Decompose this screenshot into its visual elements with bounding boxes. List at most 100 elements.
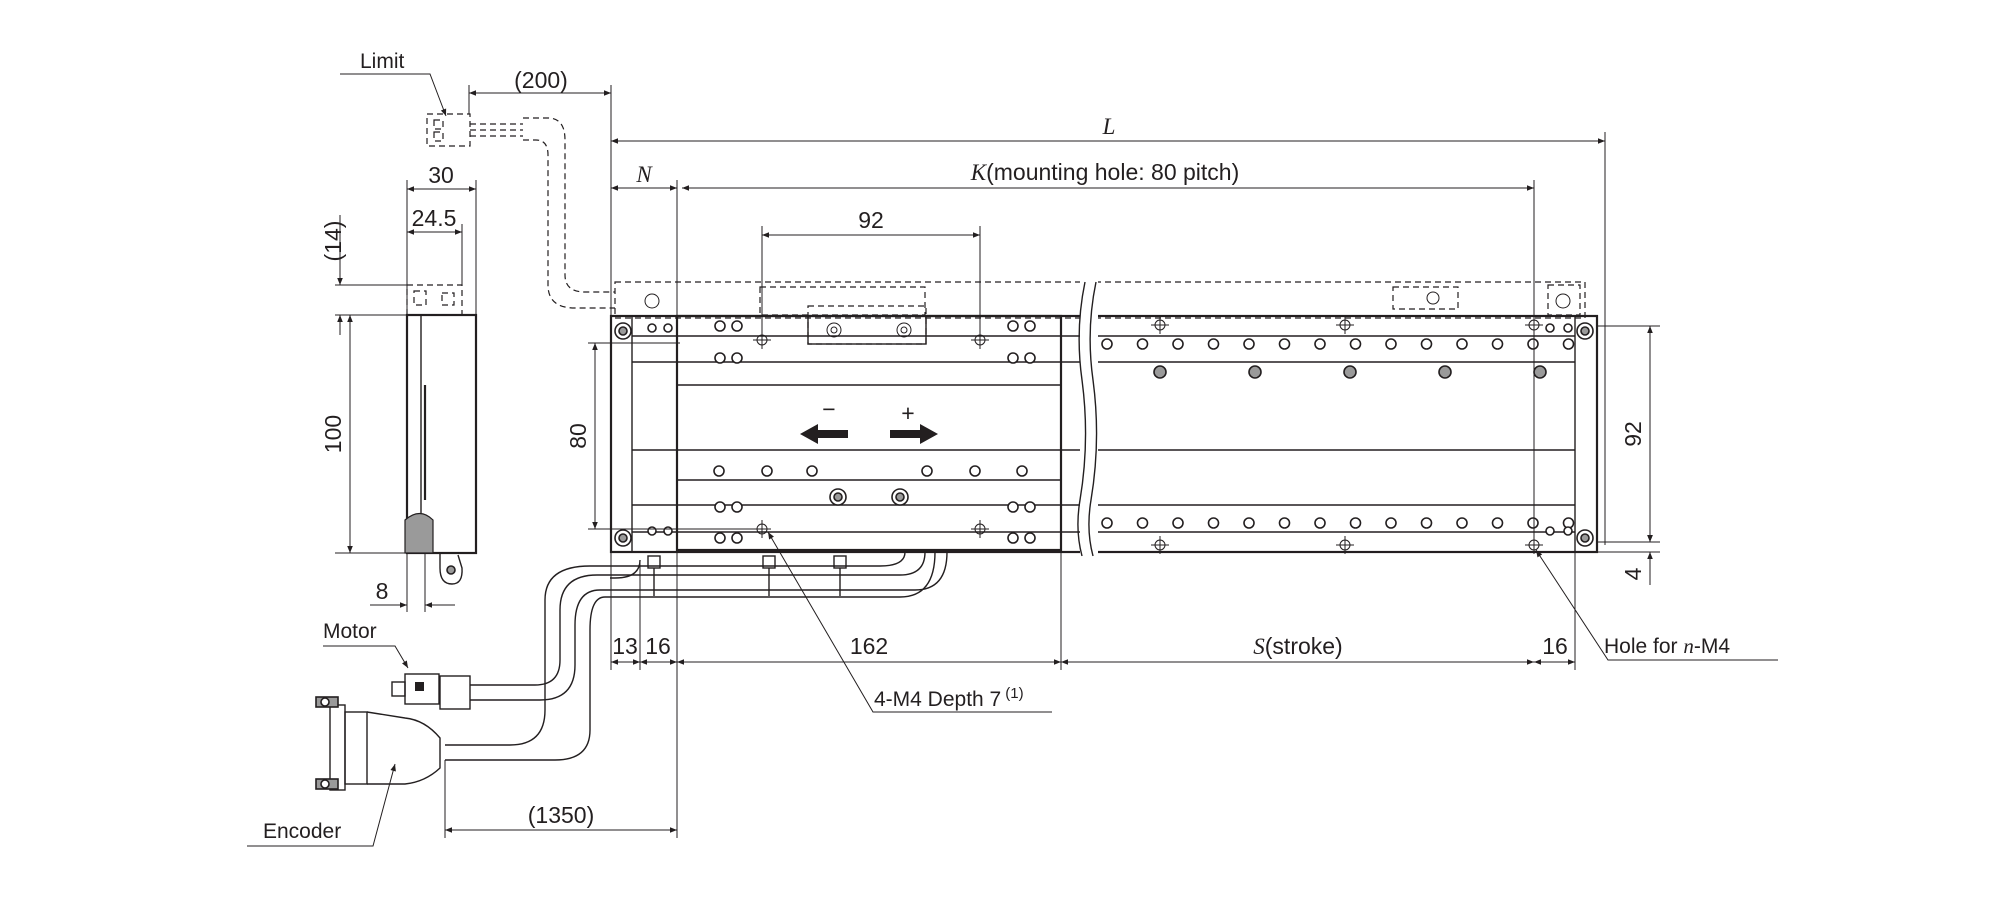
dim-cable-limit: (200): [514, 67, 568, 93]
rail-screw: [1438, 365, 1452, 379]
dim-92-top: 92: [858, 207, 884, 233]
mounting-hole-cross: [1151, 316, 1169, 334]
table-hole: [761, 465, 773, 477]
tapped-hole-label: 4-M4 Depth 7(1): [874, 685, 1024, 711]
plus-label: +: [901, 400, 914, 426]
dim-24-5: 24.5: [412, 205, 457, 231]
dim-S: S(stroke): [1253, 633, 1342, 659]
rail-hole: [1207, 517, 1220, 529]
table-hole: [731, 501, 743, 513]
end-hole: [647, 526, 657, 536]
rail-screw: [1533, 365, 1547, 379]
dim-N: N: [635, 162, 653, 187]
dim-16-right: 16: [1542, 633, 1568, 659]
table-hole: [714, 501, 726, 513]
dim-L: L: [1102, 114, 1116, 139]
corner-hole-inner: [618, 533, 628, 543]
dim-30: 30: [428, 162, 454, 188]
rail-hole: [1349, 517, 1362, 529]
dim-K-text: (mounting hole: 80 pitch): [986, 159, 1239, 185]
rail-hole: [1136, 517, 1149, 529]
end-hole: [1545, 526, 1555, 536]
corner-hole-inner: [1580, 326, 1590, 336]
rail-hole: [1385, 338, 1397, 350]
dim-80: 80: [565, 423, 591, 449]
leader-lines: [247, 73, 1778, 847]
annotations: Limit (200) L N K(mounting hole: 80 pitc…: [263, 50, 1730, 843]
dim-13: 13: [612, 633, 638, 659]
rail-screw: [1153, 365, 1167, 379]
mounting-hole-cross: [1151, 536, 1169, 554]
rail-hole: [1420, 338, 1433, 350]
dim-8: 8: [376, 578, 389, 604]
table-hole: [1024, 352, 1036, 364]
dim-14: (14): [320, 221, 346, 262]
rail-hole: [1456, 517, 1468, 529]
end-hole: [1563, 526, 1573, 536]
rail-hole: [1243, 517, 1255, 529]
tapped-hole-text: 4-M4 Depth 7: [874, 688, 1001, 711]
rail-hole: [1420, 517, 1433, 529]
dim-cable-encoder: (1350): [528, 802, 594, 828]
dim-4: 4: [1620, 567, 1646, 580]
table-hole: [806, 465, 818, 477]
table-hole: [1016, 465, 1028, 477]
dim-S-text: (stroke): [1265, 633, 1343, 659]
dim-92-right: 92: [1620, 421, 1646, 447]
corner-hole-inner: [618, 326, 628, 336]
rail-hole: [1101, 338, 1113, 350]
rail-hole: [1527, 517, 1539, 529]
end-hole: [663, 323, 673, 333]
rail-hole: [1314, 517, 1326, 529]
plus-direction-arrow-icon: [890, 424, 938, 444]
rail-hole: [1278, 517, 1291, 529]
table-hole: [1024, 501, 1036, 513]
end-hole: [1563, 323, 1573, 333]
dim-K: K(mounting hole: 80 pitch): [970, 159, 1240, 185]
rail-screw: [1248, 365, 1262, 379]
dim-K-var: K: [970, 160, 988, 185]
table-hole: [921, 465, 933, 477]
corner-hole-inner: [1580, 533, 1590, 543]
dimension-lines: [335, 85, 1660, 838]
dim-100: 100: [320, 415, 346, 453]
table-hole: [1024, 532, 1036, 544]
mounting-hole-cross: [1336, 536, 1354, 554]
table-screw-inner: [833, 492, 843, 502]
table-hole: [1024, 320, 1036, 332]
slider-table: − +: [675, 314, 1063, 552]
end-hole: [647, 323, 657, 333]
rail-hole: [1562, 338, 1575, 350]
table-screw-inner: [895, 492, 905, 502]
end-hole: [1545, 323, 1555, 333]
hole-label: Hole for n-M4: [1604, 634, 1730, 658]
table-hole: [731, 532, 743, 544]
limit-label: Limit: [360, 50, 405, 73]
rail-hole: [1101, 517, 1113, 529]
encoder-label: Encoder: [263, 820, 341, 843]
motor-encoder-cables: [315, 551, 948, 791]
hole-label-prefix: Hole for: [1604, 635, 1683, 658]
table-hole: [731, 352, 743, 364]
rail-hole: [1243, 338, 1255, 350]
mounting-holes: [614, 316, 1594, 554]
table-hole: [1007, 501, 1019, 513]
table-hole: [714, 352, 726, 364]
rail-hole: [1456, 338, 1468, 350]
rail-hole: [1278, 338, 1291, 350]
mounting-hole-cross: [1336, 316, 1354, 334]
tapped-hole-cross: [971, 520, 989, 538]
limit-sensor: [426, 113, 615, 309]
rail-screw: [1343, 365, 1357, 379]
actuator-body: [609, 276, 1599, 558]
table-hole: [1007, 532, 1019, 544]
rail-hole: [1314, 338, 1326, 350]
side-view: [404, 284, 478, 585]
rail-hole: [1385, 517, 1397, 529]
table-hole: [714, 320, 726, 332]
end-hole: [663, 526, 673, 536]
hole-label-var: n: [1683, 634, 1694, 658]
table-hole: [731, 320, 743, 332]
table-hole: [1007, 320, 1019, 332]
